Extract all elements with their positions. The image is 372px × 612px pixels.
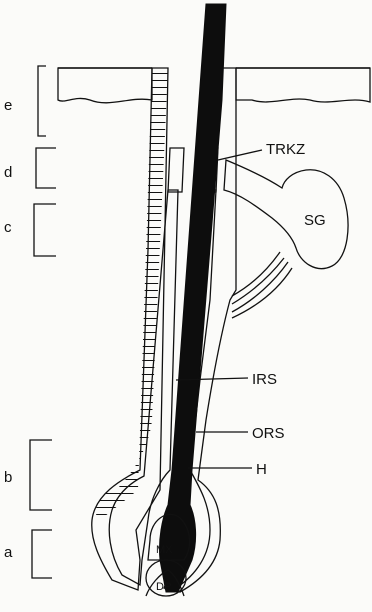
region-label-e: e bbox=[4, 97, 12, 114]
sebaceous-gland bbox=[224, 160, 348, 269]
label-irs: IRS bbox=[252, 371, 277, 388]
label-h: H bbox=[256, 461, 267, 478]
region-label-d: d bbox=[4, 164, 12, 181]
label-ors: ORS bbox=[252, 425, 285, 442]
region-label-c: c bbox=[4, 219, 12, 236]
label-dp: DP bbox=[156, 581, 171, 593]
label-mx: MX bbox=[156, 544, 173, 556]
label-trkz: TRKZ bbox=[266, 141, 305, 158]
region-label-b: b bbox=[4, 469, 12, 486]
label-sg: SG bbox=[304, 212, 326, 229]
region-brackets bbox=[30, 66, 56, 578]
arrector-pili-muscle bbox=[232, 252, 292, 318]
region-label-a: a bbox=[4, 544, 13, 561]
